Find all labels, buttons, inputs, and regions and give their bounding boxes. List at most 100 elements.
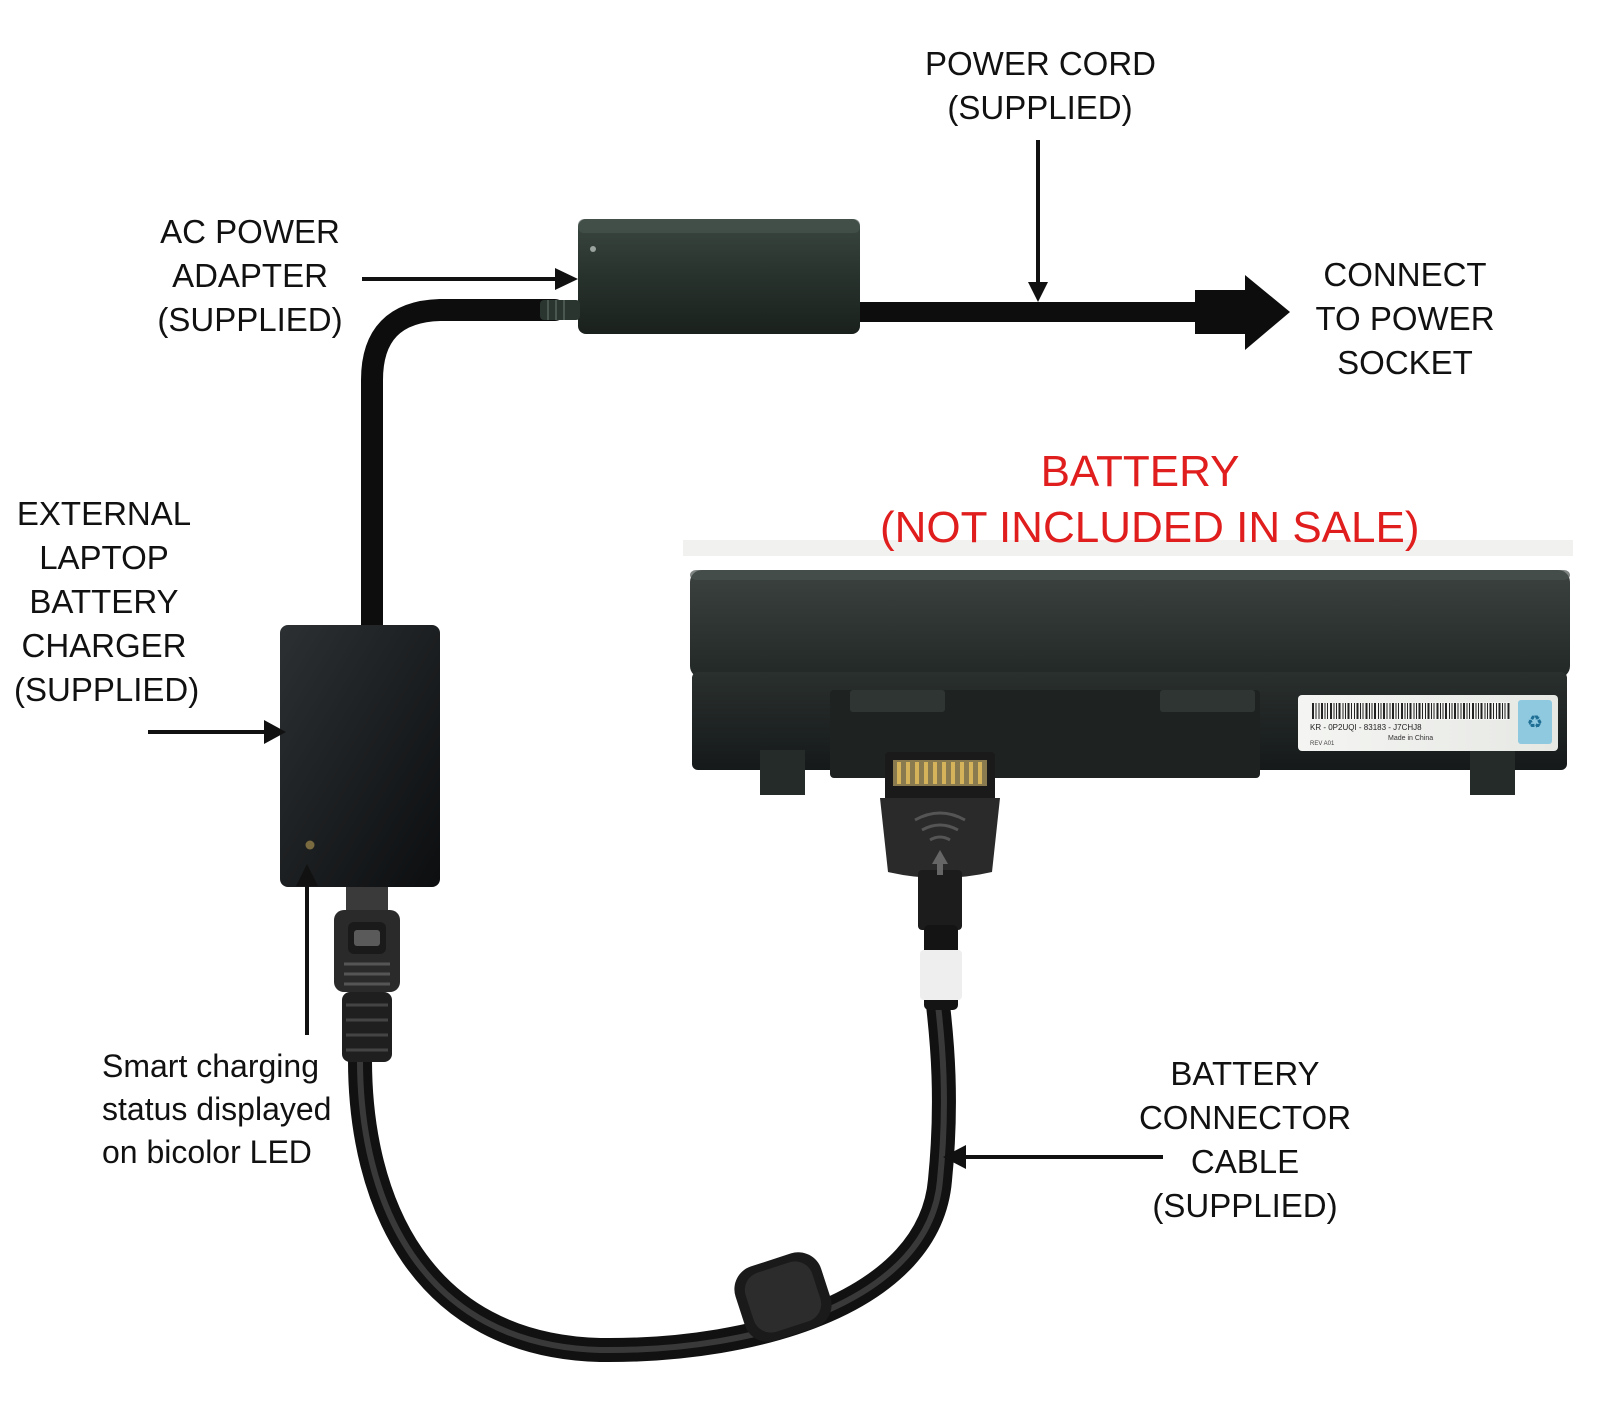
barcode-bar — [1362, 703, 1364, 719]
ac-adapter-label: AC POWER ADAPTER (SUPPLIED) — [157, 213, 343, 338]
barcode-bar — [1369, 703, 1370, 719]
barcode-bar — [1489, 703, 1492, 719]
barcode-bar — [1431, 703, 1432, 719]
barcode-bar — [1460, 703, 1462, 719]
barcode-bar — [1480, 703, 1483, 719]
barcode-bar — [1484, 703, 1486, 719]
connector-pin — [906, 762, 910, 784]
barcode-bar — [1378, 703, 1379, 719]
barcode-bar — [1472, 703, 1474, 719]
barcode-bar — [1440, 703, 1441, 719]
connector-pin — [978, 762, 982, 784]
ferrite-choke — [734, 1252, 832, 1342]
external-charger — [280, 625, 440, 887]
barcode-bar — [1422, 703, 1423, 719]
bicolor-led-icon — [305, 840, 315, 850]
barcode-bar — [1418, 703, 1421, 719]
barcode-bar — [1449, 703, 1450, 719]
barcode-bar — [1371, 703, 1373, 719]
barcode-bar — [1318, 703, 1320, 719]
barcode-bar — [1425, 703, 1426, 719]
barcode-bar — [1356, 703, 1359, 719]
barcode-bar — [1327, 703, 1328, 719]
barcode-bar — [1330, 703, 1332, 719]
barcode-bar — [1454, 703, 1456, 719]
barcode-bar — [1392, 703, 1394, 719]
recycle-icon — [1518, 700, 1552, 744]
power-socket-arrow-head — [1195, 275, 1290, 350]
barcode-bar — [1487, 703, 1488, 719]
barcode-bar — [1347, 703, 1350, 719]
barcode-bar — [1466, 703, 1468, 719]
barcode-bar — [1342, 703, 1344, 719]
barcode-bar — [1386, 703, 1388, 719]
connector-cable-label: BATTERY CONNECTOR CABLE (SUPPLIED) — [1138, 1055, 1352, 1224]
barcode-bar — [1409, 703, 1412, 719]
battery-origin: Made in China — [1388, 735, 1433, 742]
barcode-bar — [1436, 703, 1439, 719]
barcode-icon — [1310, 702, 1510, 720]
led-note-label: Smart charging status displayed on bicol… — [102, 1048, 332, 1170]
barcode-bar — [1478, 703, 1479, 719]
barcode-bar — [1493, 703, 1494, 719]
barcode-bar — [1315, 703, 1317, 719]
battery-connector-head — [880, 752, 1000, 1010]
barcode-bar — [1498, 703, 1501, 719]
battery-rev: REV A01 — [1310, 741, 1335, 747]
barcode-bar — [1504, 703, 1506, 719]
barcode-bar — [1451, 703, 1453, 719]
barcode-bar — [1475, 703, 1477, 719]
barcode-bar — [1389, 703, 1391, 719]
barcode-bar — [1321, 703, 1323, 719]
barcode-bar — [1312, 703, 1314, 719]
barcode-bar — [1354, 703, 1355, 719]
barcode-bar — [1380, 703, 1382, 719]
connector-pin — [969, 762, 973, 784]
barcode-bar — [1398, 703, 1399, 719]
barcode-bar — [1413, 703, 1415, 719]
barcode-bar — [1360, 703, 1361, 719]
barcode-bar — [1445, 703, 1447, 719]
barcode-bar — [1407, 703, 1408, 719]
adapter-led-icon — [590, 246, 596, 252]
charger-plug — [334, 887, 400, 1062]
barcode-bar — [1395, 703, 1397, 719]
barcode-bar — [1433, 703, 1435, 719]
power-cord — [860, 302, 1200, 322]
barcode-bar — [1365, 703, 1368, 719]
power-cord-label: POWER CORD (SUPPLIED) — [925, 45, 1156, 126]
barcode-bar — [1469, 703, 1470, 719]
barcode-bar — [1345, 703, 1346, 719]
battery-serial: KR - 0P2UQI - 83183 - J7CHJ8 — [1310, 723, 1422, 732]
svg-text:♻: ♻ — [1527, 712, 1543, 733]
external-charger-label: EXTERNAL LAPTOP BATTERY CHARGER (SUPPLIE… — [14, 495, 200, 708]
connector-pin — [897, 762, 901, 784]
barcode-bar — [1336, 703, 1337, 719]
barcode-bar — [1427, 703, 1430, 719]
barcode-bar — [1416, 703, 1417, 719]
barcode-bar — [1502, 703, 1503, 719]
connector-pin — [951, 762, 955, 784]
barcode-bar — [1507, 703, 1510, 719]
pointer-arrows — [148, 140, 1163, 1169]
battery-title: BATTERY (NOT INCLUDED IN SALE) — [880, 447, 1420, 552]
connector-pin — [924, 762, 928, 784]
adapter-to-charger-cable — [361, 299, 566, 636]
barcode-bar — [1338, 703, 1341, 719]
barcode-bar — [1333, 703, 1335, 719]
connector-pin — [915, 762, 919, 784]
barcode-bar — [1324, 703, 1326, 719]
barcode-bar — [1442, 703, 1444, 719]
barcode-bar — [1374, 703, 1376, 719]
barcode-bar — [1351, 703, 1352, 719]
connector-pin — [960, 762, 964, 784]
barcode-bar — [1401, 703, 1403, 719]
barcode-bar — [1496, 703, 1497, 719]
barcode-bar — [1383, 703, 1385, 719]
barcode-bar — [1404, 703, 1406, 719]
ac-power-adapter — [540, 219, 860, 334]
connector-pin — [933, 762, 937, 784]
connector-pin — [942, 762, 946, 784]
power-socket-label: CONNECT TO POWER SOCKET — [1315, 256, 1495, 381]
